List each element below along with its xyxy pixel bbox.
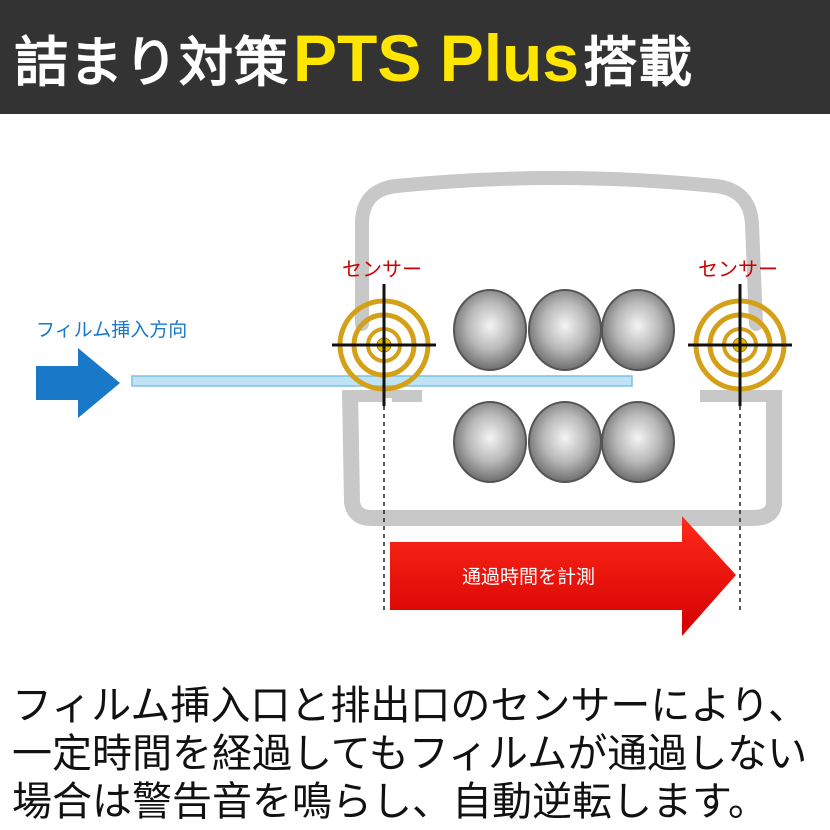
header-banner: 詰まり対策 PTS Plus 搭載 bbox=[0, 0, 830, 114]
roller-top-1 bbox=[453, 289, 527, 371]
roller-bottom-3 bbox=[601, 401, 675, 483]
title-accent: PTS Plus bbox=[293, 20, 580, 95]
caption-text: フィルム挿入口と排出口のセンサーにより、 一定時間を経過してもフィルムが通過しな… bbox=[12, 682, 822, 826]
machine-housing bbox=[342, 171, 782, 526]
sensor-right bbox=[688, 284, 792, 406]
roller-group bbox=[453, 289, 675, 483]
roller-bottom-2 bbox=[528, 401, 602, 483]
roller-top-2 bbox=[528, 289, 602, 371]
measure-arrow bbox=[390, 516, 736, 636]
insert-direction-arrow bbox=[36, 348, 120, 418]
insert-direction-label: フィルム挿入方向 bbox=[36, 319, 187, 341]
caption-line-2: 一定時間を経過してもフィルムが通過しない bbox=[12, 731, 808, 777]
sensor-left bbox=[332, 284, 436, 406]
laminator-diagram: フィルム挿入方向 センサー センサー 通過時間を計測 bbox=[36, 171, 792, 636]
measure-label: 通過時間を計測 bbox=[462, 566, 595, 588]
film-sheet bbox=[131, 375, 633, 387]
page-title: 詰まり対策 PTS Plus 搭載 bbox=[14, 18, 693, 97]
title-suffix: 搭載 bbox=[583, 30, 694, 94]
sensor-left-label: センサー bbox=[342, 257, 422, 281]
sensor-right-label: センサー bbox=[698, 257, 778, 281]
caption-line-3: 場合は警告音を鳴らし、自動逆転します。 bbox=[12, 779, 768, 825]
roller-top-3 bbox=[601, 289, 675, 371]
caption-line-1: フィルム挿入口と排出口のセンサーにより、 bbox=[12, 683, 808, 729]
roller-bottom-1 bbox=[453, 401, 527, 483]
title-prefix: 詰まり対策 bbox=[14, 30, 289, 94]
